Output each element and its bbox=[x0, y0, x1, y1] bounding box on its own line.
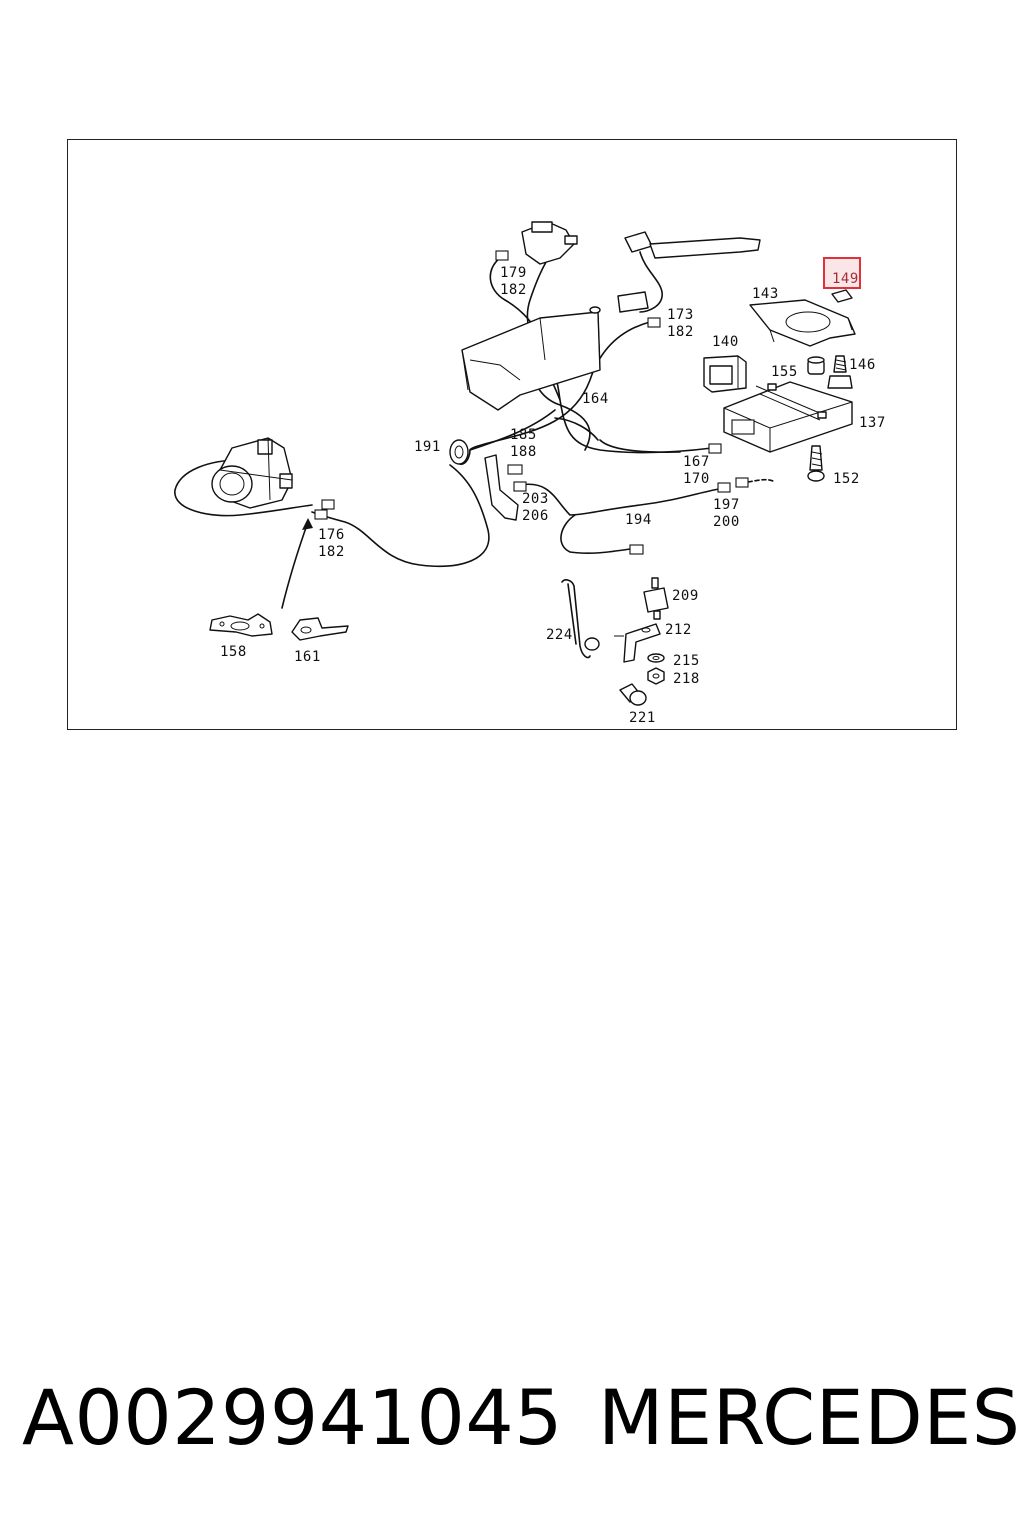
label-194: 194 bbox=[625, 512, 652, 528]
label-161: 161 bbox=[294, 649, 321, 665]
label-221: 221 bbox=[629, 710, 656, 726]
label-212: 212 bbox=[665, 622, 692, 638]
part-labels: 137 140 143 146 149 152 155 158 161 164 … bbox=[220, 265, 886, 726]
bracket-185 bbox=[484, 454, 527, 521]
bracket-212 bbox=[614, 623, 661, 663]
label-191: 191 bbox=[414, 439, 441, 455]
label-185: 185 bbox=[510, 427, 537, 443]
plate-158 bbox=[209, 613, 273, 637]
washer-215 bbox=[647, 653, 665, 663]
label-140: 140 bbox=[712, 334, 739, 350]
label-182-a: 182 bbox=[500, 282, 527, 298]
label-170: 170 bbox=[683, 471, 710, 487]
label-137: 137 bbox=[859, 415, 886, 431]
motor-assembly bbox=[211, 437, 293, 509]
label-203: 203 bbox=[522, 491, 549, 507]
label-206: 206 bbox=[522, 508, 549, 524]
label-197: 197 bbox=[713, 497, 740, 513]
bracket-143 bbox=[749, 299, 856, 347]
screw-152 bbox=[807, 445, 825, 482]
label-146: 146 bbox=[849, 357, 876, 373]
label-143: 143 bbox=[752, 286, 779, 302]
control-unit-137 bbox=[723, 381, 853, 453]
dashboard-panel bbox=[461, 311, 601, 411]
label-188: 188 bbox=[510, 444, 537, 460]
connectors bbox=[314, 306, 749, 555]
label-182-c: 182 bbox=[318, 544, 345, 560]
combination-switch bbox=[617, 231, 761, 328]
nut-218 bbox=[647, 667, 665, 685]
label-215: 215 bbox=[673, 653, 700, 669]
pipe-224 bbox=[561, 579, 600, 659]
highlight-box-149 bbox=[823, 257, 861, 289]
label-209: 209 bbox=[672, 588, 699, 604]
parts-diagram: 137 140 143 146 149 152 155 158 161 164 … bbox=[174, 221, 886, 726]
part-number: A0029941045 bbox=[22, 1373, 564, 1462]
grommet-191 bbox=[449, 439, 469, 465]
label-149: 149 bbox=[832, 271, 859, 287]
bracket-161 bbox=[291, 617, 349, 641]
label-164: 164 bbox=[582, 391, 609, 407]
clip-149 bbox=[831, 289, 853, 303]
footer: A0029941045 MERCEDES bbox=[0, 1370, 1024, 1470]
screw-146 bbox=[827, 355, 853, 389]
label-200: 200 bbox=[713, 514, 740, 530]
label-176: 176 bbox=[318, 527, 345, 543]
label-167: 167 bbox=[683, 454, 710, 470]
label-158: 158 bbox=[220, 644, 247, 660]
valve-209 bbox=[643, 577, 669, 620]
relay-140 bbox=[703, 355, 747, 393]
relay-179 bbox=[495, 221, 578, 265]
label-155: 155 bbox=[771, 364, 798, 380]
label-173: 173 bbox=[667, 307, 694, 323]
bolt-221 bbox=[619, 683, 647, 706]
label-218: 218 bbox=[673, 671, 700, 687]
assembly-arrow bbox=[281, 518, 313, 609]
label-224: 224 bbox=[546, 627, 573, 643]
wiring-harness bbox=[174, 257, 776, 568]
label-182-b: 182 bbox=[667, 324, 694, 340]
label-152: 152 bbox=[833, 471, 860, 487]
brand-name: MERCEDES bbox=[598, 1373, 1021, 1462]
label-179: 179 bbox=[500, 265, 527, 281]
grommet-155 bbox=[807, 356, 825, 375]
diagram-frame bbox=[67, 139, 957, 730]
